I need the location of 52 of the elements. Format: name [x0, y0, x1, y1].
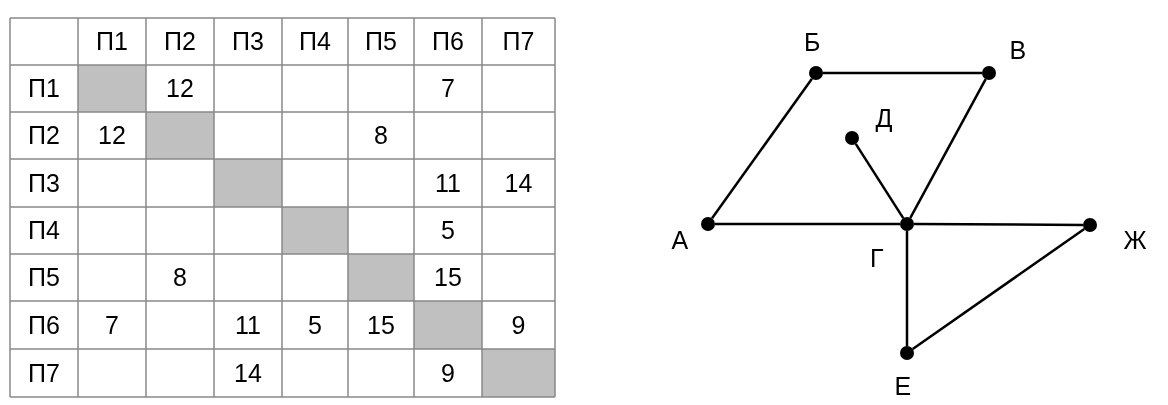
column-header: П2 — [164, 29, 196, 54]
distance-value: 8 — [374, 123, 388, 148]
row-header: П7 — [28, 360, 60, 386]
road-line — [914, 222, 1083, 227]
column-header: П5 — [365, 29, 397, 54]
distance-value: 11 — [435, 170, 461, 196]
vertex-label: Е — [894, 373, 912, 399]
distance-value: 15 — [367, 312, 395, 338]
distance-value: 7 — [105, 312, 119, 338]
distance-value: 9 — [441, 360, 455, 386]
road-line — [823, 71, 982, 75]
distance-value: 14 — [504, 170, 533, 196]
distance-value: 15 — [434, 265, 462, 290]
vertex-dot — [900, 217, 914, 231]
vertex-dot — [809, 66, 823, 80]
vertex-label: Б — [804, 29, 821, 55]
row-header: П6 — [28, 312, 60, 338]
vertex-dot — [1083, 218, 1097, 232]
column-header: П4 — [299, 29, 331, 54]
road-line — [912, 228, 1085, 350]
vertex-dot — [900, 346, 914, 360]
vertex-dot — [982, 66, 996, 80]
distance-value: 7 — [441, 76, 455, 101]
vertex-label: Д — [875, 105, 893, 131]
distance-value: 5 — [308, 312, 322, 338]
row-header: П4 — [28, 218, 60, 243]
row-header: П5 — [28, 265, 60, 290]
vertex-label: Г — [870, 245, 884, 271]
column-header: П1 — [96, 29, 128, 54]
distance-value: 9 — [511, 312, 526, 338]
distance-value: 12 — [166, 76, 194, 101]
road-line — [909, 78, 987, 219]
distance-value: 11 — [235, 312, 261, 338]
column-header: П3 — [232, 29, 264, 54]
distance-value: 12 — [98, 123, 126, 148]
vertex-dot — [845, 131, 859, 145]
road-line — [715, 222, 900, 226]
vertex-label: В — [1009, 37, 1027, 63]
road-line — [711, 77, 813, 220]
row-header: П2 — [28, 123, 60, 148]
distance-value: 5 — [441, 218, 455, 243]
row-header: П1 — [28, 76, 60, 101]
vertex-dot — [701, 217, 715, 231]
row-header: П3 — [28, 170, 60, 196]
distance-value: 14 — [234, 360, 262, 386]
road-line — [905, 231, 909, 346]
column-header: П6 — [432, 29, 464, 54]
road-line — [854, 143, 905, 219]
vertex-label: А — [671, 227, 689, 253]
column-header: П7 — [502, 29, 535, 54]
vertex-label: Ж — [1123, 227, 1147, 253]
distance-value: 8 — [173, 265, 187, 290]
